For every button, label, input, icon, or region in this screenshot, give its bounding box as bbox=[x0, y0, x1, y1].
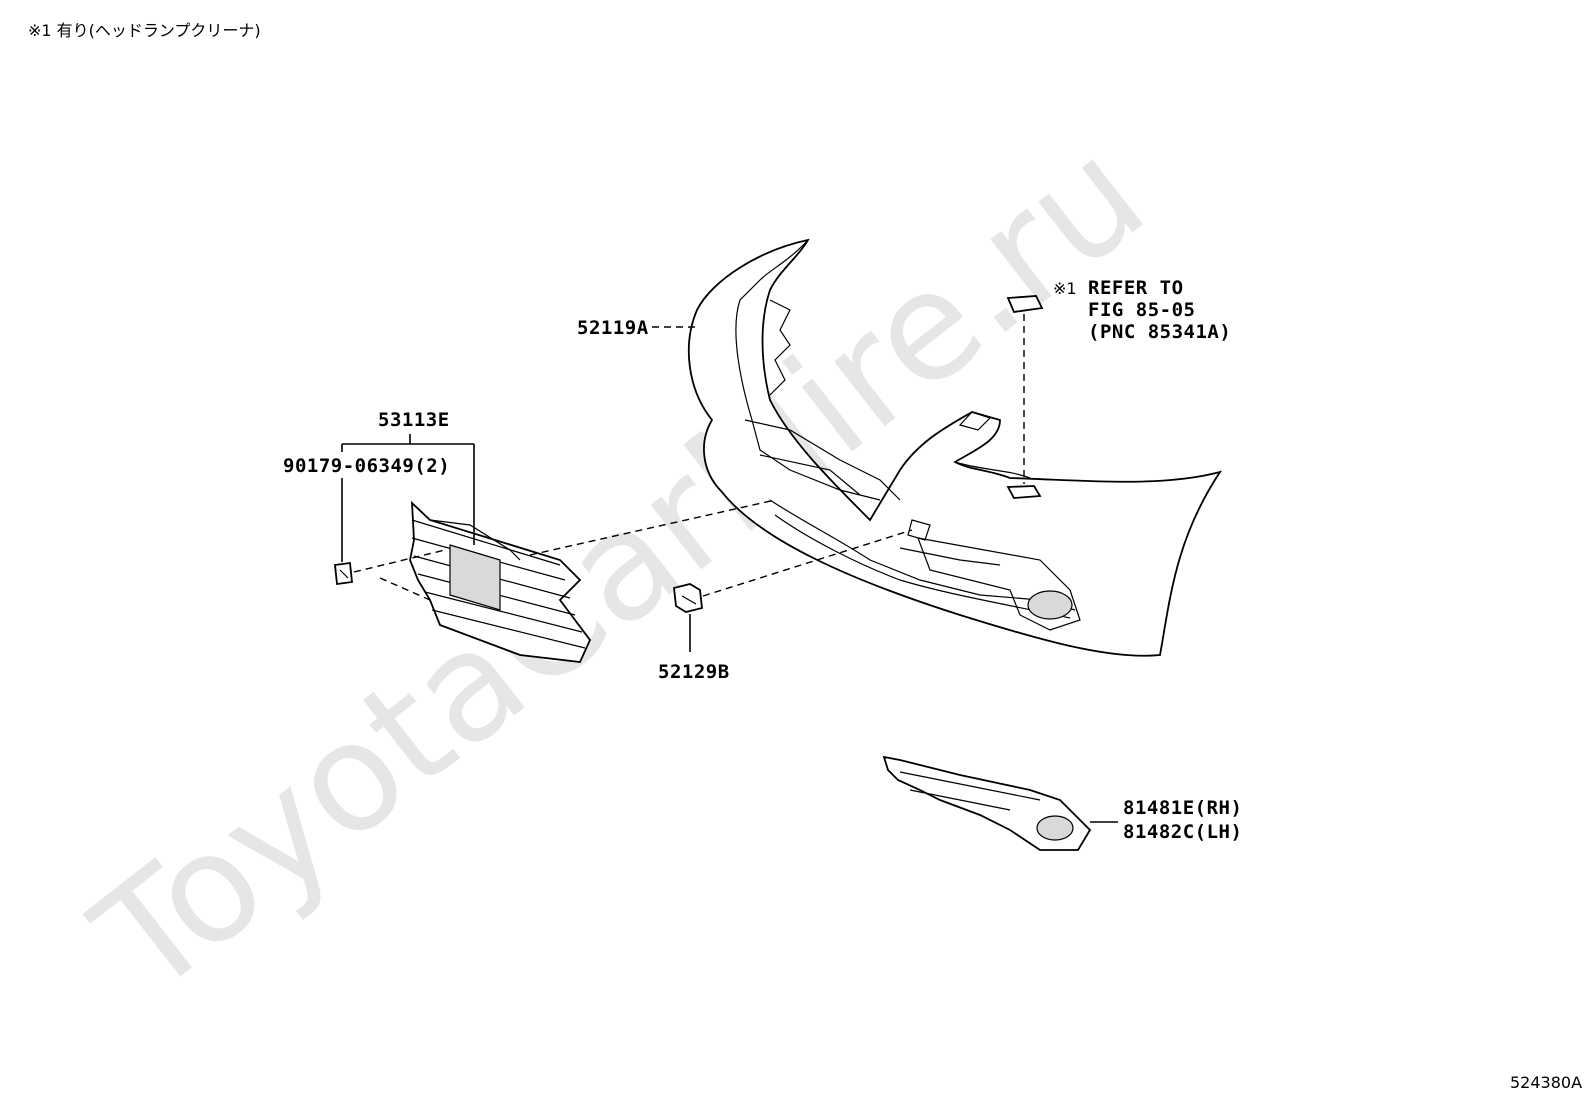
reference-mark: ※1 bbox=[1053, 279, 1077, 298]
diagram-id: 524380A bbox=[1510, 1073, 1582, 1092]
label-81481E[interactable]: 81481E(RH) bbox=[1123, 797, 1242, 819]
reference-callout[interactable]: ※1 REFER TO FIG 85-05 (PNC 85341A) bbox=[1053, 277, 1231, 343]
leader-lines bbox=[341, 326, 1118, 823]
label-52119A[interactable]: 52119A bbox=[577, 317, 649, 339]
label-53113E[interactable]: 53113E bbox=[378, 409, 450, 431]
label-81482C[interactable]: 81482C(LH) bbox=[1123, 821, 1242, 843]
reference-line-1: REFER TO bbox=[1088, 277, 1184, 299]
clip-drawing[interactable] bbox=[334, 561, 353, 586]
grille-drawing[interactable] bbox=[409, 500, 592, 663]
reference-line-2: FIG 85-05 bbox=[1088, 299, 1195, 321]
reference-line-3: (PNC 85341A) bbox=[1088, 321, 1231, 343]
label-90179-06349[interactable]: 90179-06349(2) bbox=[283, 455, 450, 477]
garnish-drawing[interactable] bbox=[882, 755, 1092, 851]
header-note: ※1 有り(ヘッドランプクリーナ) bbox=[28, 21, 261, 40]
bumper-cover-drawing[interactable] bbox=[687, 238, 1223, 657]
cap-drawing[interactable] bbox=[673, 583, 703, 613]
label-52129B[interactable]: 52129B bbox=[658, 661, 730, 683]
